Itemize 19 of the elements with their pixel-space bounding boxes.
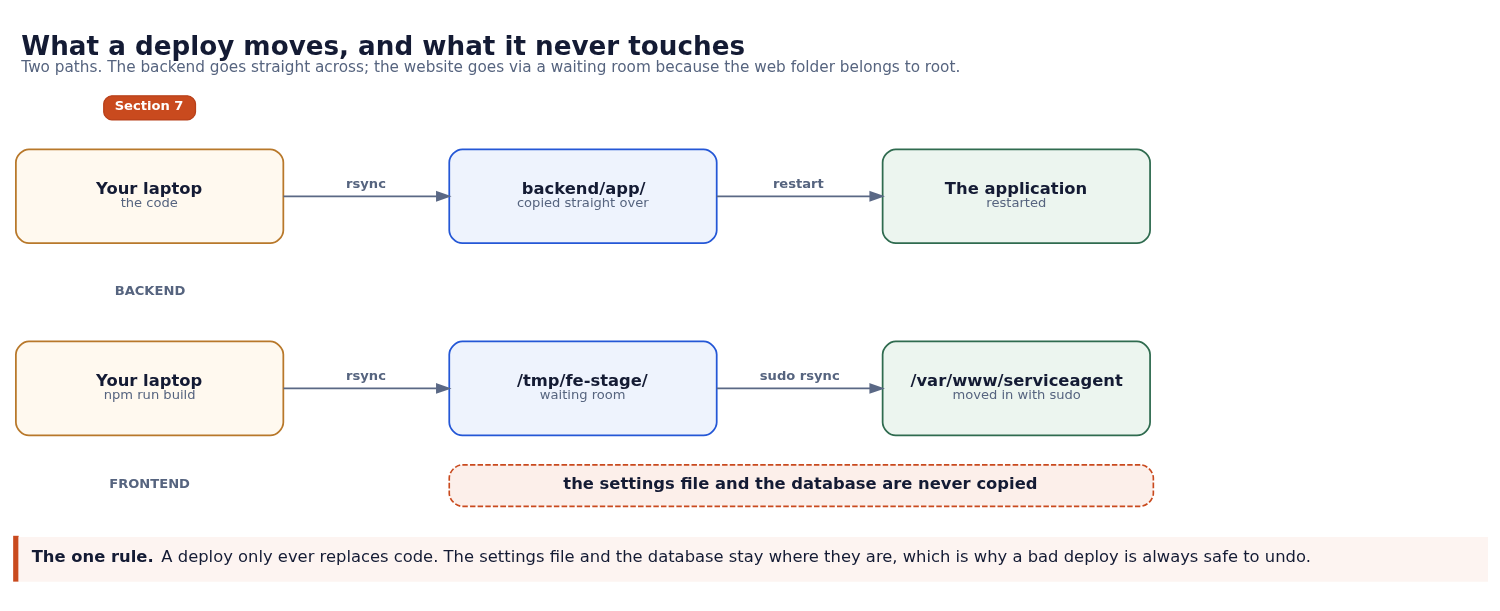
- node-box: The application restarted: [881, 147, 1151, 244]
- node-box: the settings file and the database are never copied: [448, 463, 1155, 507]
- node-box: Section 7: [103, 94, 197, 121]
- label: BACKEND: [114, 282, 186, 298]
- arrow: [715, 382, 885, 394]
- edge-label: sudo rsync: [759, 367, 840, 383]
- node-box: backend/app/ copied straight over: [448, 147, 718, 244]
- node-box: Your laptop the code: [15, 147, 285, 244]
- arrow: [282, 382, 452, 394]
- node-box: /var/www/serviceagent moved in with sudo: [881, 340, 1151, 436]
- edge-label: rsync: [346, 175, 386, 191]
- node-box: Your laptop npm run build: [15, 340, 285, 436]
- diagram-title: What a deploy moves, and what it never touches: [21, 30, 746, 61]
- arrow: [282, 190, 452, 202]
- arrow: [715, 190, 885, 202]
- label: FRONTEND: [109, 475, 190, 491]
- node-box: /tmp/fe-stage/ waiting room: [448, 340, 718, 436]
- edge-label: rsync: [346, 367, 386, 383]
- edge-label: restart: [772, 175, 824, 191]
